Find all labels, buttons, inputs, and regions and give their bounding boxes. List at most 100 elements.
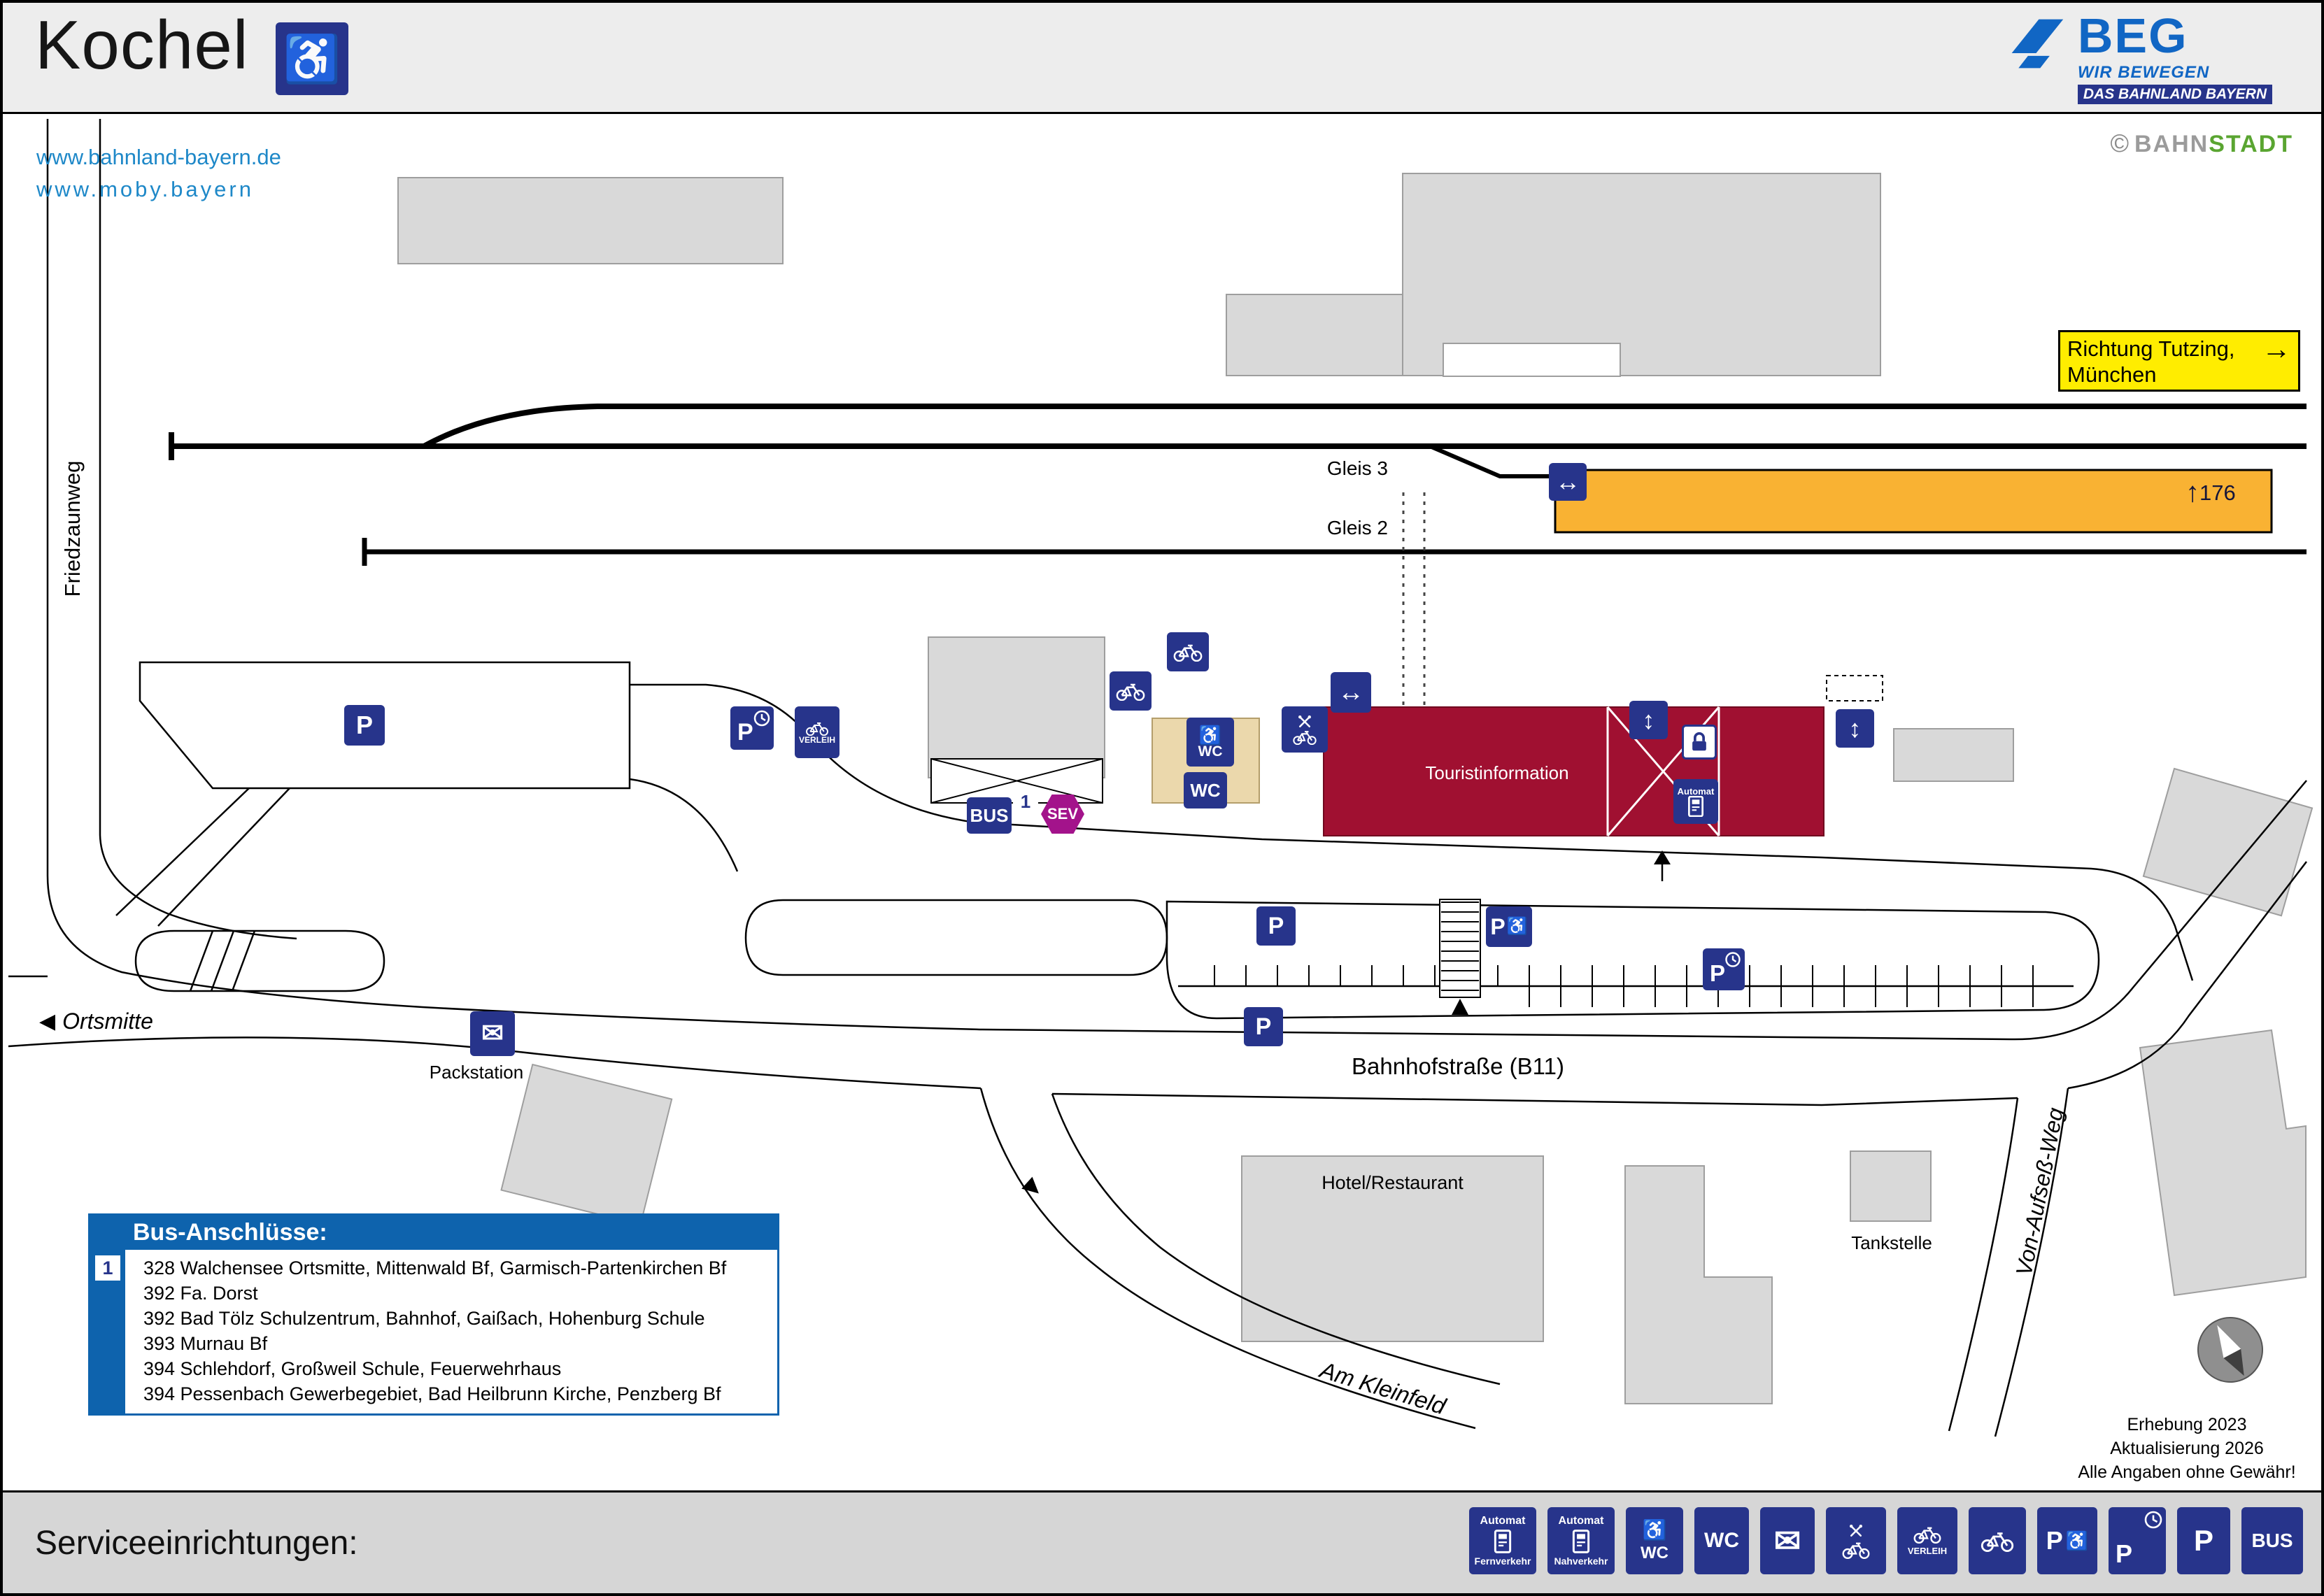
dashed-annex — [1826, 675, 1883, 701]
p-label: P — [2046, 1526, 2063, 1555]
tankstelle-label: Tankstelle — [1851, 1232, 1932, 1253]
entrance-marker — [1654, 850, 1671, 881]
link-bahnland-bayern[interactable]: www.bahnland-bayern.de — [36, 145, 281, 169]
pedestrian-crossing-path — [1402, 492, 1426, 706]
direction-line2: München — [2067, 362, 2157, 387]
header: Kochel ♿ BEG WIR BEWEGEN DAS BAHNLAND BA… — [3, 3, 2321, 114]
page-title: Kochel — [35, 6, 249, 83]
touristinfo-building — [1323, 706, 1825, 836]
bahnstadt-logo: ©BAHNSTADT — [2110, 129, 2293, 158]
legend-automat-nahverkehr: Automat Nahverkehr — [1547, 1507, 1615, 1574]
legend: Automat Fernverkehr Automat Nahverkehr ♿… — [1469, 1507, 2303, 1574]
bus-line: 394 Pessenbach Gewerbegebiet, Bad Heilbr… — [143, 1383, 721, 1404]
accessible-station-icon: ♿ — [276, 22, 348, 95]
platform-length-value: 176 — [2199, 480, 2236, 505]
beg-logo: BEG WIR BEWEGEN DAS BAHNLAND BAYERN — [2004, 11, 2272, 104]
parking-clock-icon-west: P — [730, 706, 774, 750]
bicycle-icon — [1292, 729, 1317, 745]
arrow-left-right-icon: ↔ — [1338, 678, 1364, 707]
lock-icon — [1689, 731, 1710, 753]
ortsmitte-pointer: ◀ Ortsmitte — [39, 1009, 153, 1034]
wheelchair-icon: ♿ — [1642, 1519, 1667, 1541]
footer-title: Serviceeinrichtungen: — [35, 1525, 358, 1562]
wc-label: WC — [1704, 1529, 1739, 1552]
wc-icon-map: WC — [1184, 772, 1227, 808]
bus-line: 328 Walchensee Ortsmitte, Mittenwald Bf,… — [143, 1257, 727, 1278]
beg-logo-mark — [2011, 19, 2064, 69]
link-moby-bayern[interactable]: www.moby.bayern — [36, 177, 254, 201]
p-label: P — [1490, 914, 1505, 939]
bicycle-icon — [1913, 1525, 1942, 1544]
parking-clock-icon-east: P — [1703, 948, 1745, 990]
clock-icon — [2144, 1511, 2162, 1529]
arrow-right-icon: → — [2262, 332, 2291, 365]
wheelchair-icon: ♿ — [283, 33, 341, 85]
legend-wc-accessible: ♿ WC — [1626, 1507, 1683, 1574]
legend-bike-parking — [1969, 1507, 2026, 1574]
wheelchair-icon: ♿ — [1198, 724, 1222, 746]
bicycle-icon — [1172, 643, 1203, 662]
legend-bike-rental: VERLEIH — [1897, 1507, 1957, 1574]
gleis2-label: Gleis 2 — [1326, 517, 1388, 539]
note-erhebung: Erhebung 2023 — [2127, 1415, 2247, 1434]
bike-repair-icon-map — [1282, 706, 1328, 753]
fernverkehr-label: Fernverkehr — [1474, 1555, 1531, 1567]
platform — [1554, 469, 2273, 534]
tools-icon — [1297, 714, 1312, 729]
arrow-up-icon: ↑ — [2185, 477, 2199, 508]
touristinformation-label: Touristinformation — [1425, 762, 1569, 783]
p-label: P — [2193, 1524, 2213, 1557]
tools-icon — [1848, 1523, 1864, 1539]
bus-box-stop-number: 1 — [95, 1255, 120, 1281]
automat-label: Automat — [1558, 1515, 1604, 1527]
map-graphics — [8, 119, 2314, 1437]
ticket-machine-icon-map: Automat — [1673, 779, 1718, 824]
direction-line1: Richtung Tutzing, — [2067, 336, 2235, 361]
hotel-label: Hotel/Restaurant — [1322, 1172, 1464, 1193]
legend-bus: BUS — [2241, 1507, 2303, 1574]
verleih-label: VERLEIH — [798, 734, 835, 745]
gleis3-label: Gleis 3 — [1326, 457, 1388, 479]
envelope-icon: ✉ — [1773, 1523, 1801, 1559]
bus-connections-box: Bus-Anschlüsse: 1 328 Walchensee Ortsmit… — [88, 1213, 779, 1416]
wc-label: WC — [1190, 780, 1221, 801]
bicycle-icon — [1980, 1530, 2015, 1552]
stairs-icon-east: ↕ — [1836, 709, 1874, 748]
bus-line: 393 Murnau Bf — [143, 1333, 268, 1354]
p-label: P — [1268, 913, 1284, 939]
packstation-icon: ✉ — [470, 1011, 515, 1056]
arrow-up-down-icon: ↕ — [1848, 713, 1862, 743]
p-label: P — [737, 719, 753, 746]
compass-icon — [2197, 1317, 2263, 1383]
bicycle-icon — [1115, 682, 1146, 701]
track-crossing-icon-south: ↔ — [1331, 672, 1371, 713]
packstation-label: Packstation — [429, 1062, 524, 1083]
wc-label: WC — [1198, 743, 1223, 760]
bicycle-icon — [1841, 1541, 1871, 1559]
triangle-left-icon: ◀ — [39, 1010, 56, 1033]
beg-tagline-2: DAS BAHNLAND BAYERN — [2077, 85, 2272, 104]
automat-label: Automat — [1677, 785, 1715, 797]
footer: Serviceeinrichtungen: Automat Fernverkeh… — [3, 1490, 2321, 1593]
note-gewaehr: Alle Angaben ohne Gewähr! — [2078, 1462, 2296, 1482]
bus-label: BUS — [2251, 1530, 2293, 1551]
legend-parking-accessible: P ♿ — [2037, 1507, 2097, 1574]
bus-box-body: 1 328 Walchensee Ortsmitte, Mittenwald B… — [88, 1250, 779, 1416]
bus-label: BUS — [970, 805, 1009, 826]
beg-name: BEG — [2077, 8, 2188, 63]
street-bahnhofstrasse: Bahnhofstraße (B11) — [1352, 1053, 1564, 1079]
bike-parking-icon-a — [1167, 632, 1209, 671]
bus-line: 394 Schlehdorf, Großweil Schule, Feuerwe… — [143, 1358, 562, 1379]
lockers-icon — [1682, 725, 1717, 760]
parking-icon-mid-a: P — [1256, 906, 1296, 946]
legend-automat-fernverkehr: Automat Fernverkehr — [1469, 1507, 1536, 1574]
note-aktualisierung: Aktualisierung 2026 — [2110, 1439, 2264, 1458]
p-label: P — [355, 711, 373, 739]
p-label: P — [1710, 960, 1726, 986]
buildings — [397, 173, 2314, 1404]
bike-rental-icon-map: VERLEIH — [795, 706, 839, 758]
clock-icon — [1725, 952, 1741, 967]
direction-box: Richtung Tutzing, → München — [2058, 330, 2300, 392]
street-ortsmitte: Ortsmitte — [62, 1009, 153, 1034]
